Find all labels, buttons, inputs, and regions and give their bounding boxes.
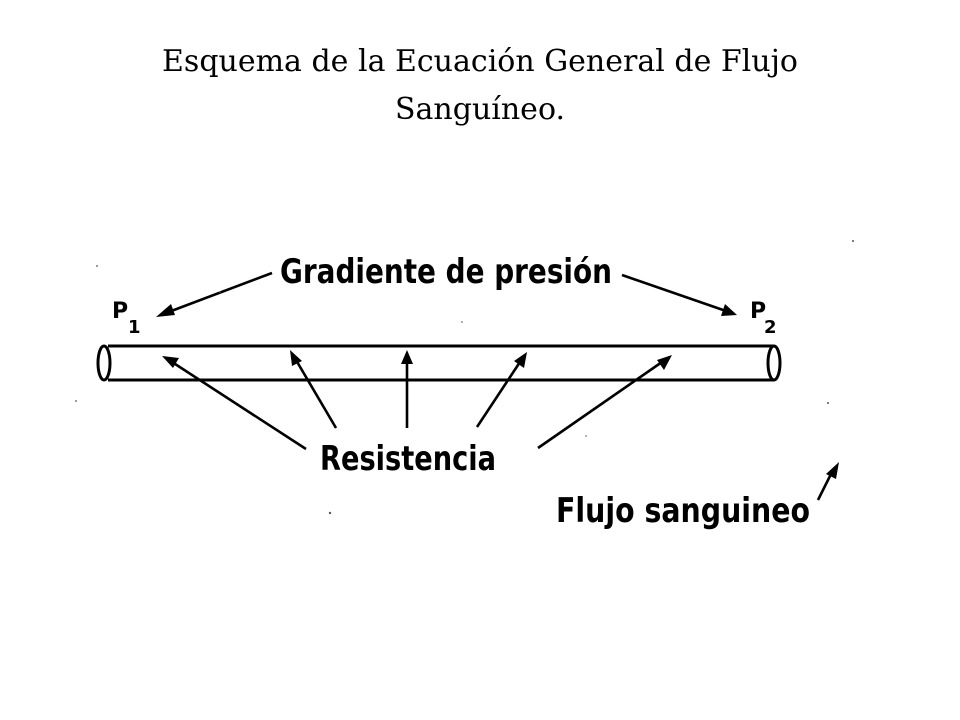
- resistance-label: Resistencia: [320, 439, 496, 479]
- scan-specks: [75, 240, 854, 515]
- slide-title: Esquema de la Ecuación General de Flujo …: [0, 38, 960, 134]
- p2-label: P 2: [750, 299, 777, 338]
- slide-title-line-1: Esquema de la Ecuación General de Flujo: [162, 44, 798, 79]
- p1-label: P 1: [112, 299, 141, 338]
- arrow-to-p2: [621, 273, 727, 313]
- p1-letter: P: [112, 299, 128, 324]
- speck: [461, 321, 463, 323]
- resistance-arrow-1-head: [162, 356, 179, 368]
- speck: [852, 240, 854, 242]
- arrow-to-p1: [165, 271, 273, 315]
- resistance-arrows: [162, 350, 672, 451]
- resistance-arrow-1: [171, 360, 307, 451]
- blood-flow-arrow-head: [826, 462, 839, 479]
- p2-letter: P: [750, 299, 766, 324]
- resistance-arrow-5: [537, 360, 663, 450]
- blood-flow-arrow: [816, 462, 839, 501]
- speck: [827, 402, 829, 404]
- resistance-arrow-2: [294, 359, 338, 429]
- arrow-to-p1-head: [156, 304, 175, 317]
- blood-flow-label: Flujo sanguineo: [556, 491, 810, 531]
- speck: [219, 291, 221, 293]
- resistance-arrow-5-head: [657, 355, 672, 370]
- slide-title-line-2: Sanguíneo.: [394, 92, 566, 127]
- speck: [96, 265, 98, 267]
- resistance-arrow-2-head: [290, 350, 302, 366]
- pressure-gradient-label: Gradiente de presión: [280, 252, 612, 292]
- resistance-arrow-3-head: [401, 350, 413, 364]
- blood-flow-arrow-line: [816, 471, 834, 501]
- vessel-right-opening: [766, 344, 782, 382]
- speck: [328, 511, 332, 515]
- speck: [75, 400, 77, 402]
- p2-subscript: 2: [764, 317, 777, 338]
- blood-vessel-tube: [96, 344, 782, 382]
- arrow-to-p2-head: [721, 304, 737, 316]
- resistance-arrow-4: [475, 361, 522, 428]
- pressure-gradient-arrows: [156, 271, 737, 317]
- vessel-left-opening: [96, 344, 112, 382]
- speck: [585, 435, 587, 437]
- resistance-arrow-4-head: [514, 352, 527, 368]
- p1-subscript: 1: [128, 317, 141, 338]
